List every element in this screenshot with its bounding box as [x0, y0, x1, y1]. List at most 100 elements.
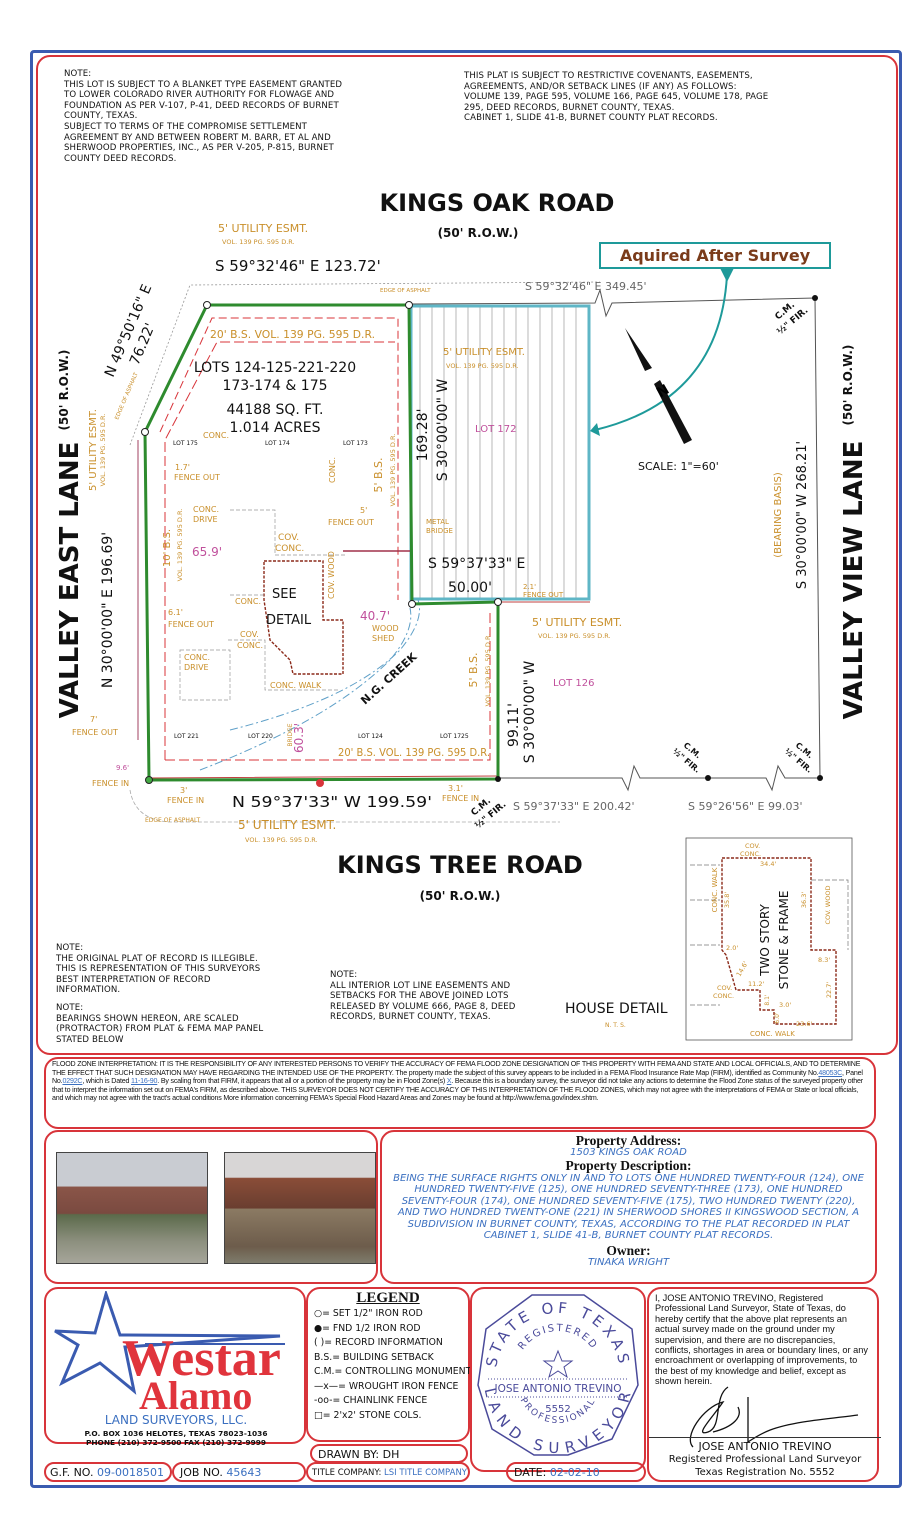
- fence31-label: 3.1': [448, 784, 463, 793]
- certification-text: I, JOSE ANTONIO TREVINO, Registered Prof…: [655, 1293, 868, 1387]
- util-126-vol-label: VOL. 139 PG. 595 D.R.: [538, 632, 611, 640]
- fence3-b-label: FENCE IN: [167, 796, 204, 805]
- util-bottom-vol-label: VOL. 139 PG. 595 D.R.: [245, 836, 318, 844]
- creek-line: [199, 607, 412, 771]
- asphalt-left-label: EDGE OF ASPHALT: [114, 371, 140, 420]
- detail-label: DETAIL: [266, 613, 312, 628]
- svg-text:REGISTERED: REGISTERED: [516, 1323, 599, 1352]
- d60-label: 6.0': [774, 1012, 781, 1024]
- fence61-label: 6.1': [168, 608, 183, 617]
- brg-bottom-ref1-label: S 59°37'33" E 200.42': [513, 800, 635, 813]
- seal-number: 5552: [545, 1404, 570, 1415]
- bs5-mid-vol-label: VOL. 139 PG. 595 D.R.: [389, 434, 397, 507]
- setback-line: [164, 341, 395, 760]
- legend-title: LEGEND: [356, 1290, 420, 1306]
- star-logo-icon: [54, 1291, 285, 1395]
- fence5-b-label: FENCE OUT: [328, 518, 374, 527]
- cov-conc-top-label: COV.: [745, 842, 760, 850]
- bearing-basis-label: (BEARING BASIS): [773, 472, 784, 558]
- found-iron-rod-icon: ●: [314, 1322, 323, 1334]
- owner-name: TINAKA WRIGHT: [587, 1256, 670, 1268]
- d20-label: 2.0': [726, 944, 738, 952]
- cov-wood-label: COV. WOOD: [327, 551, 336, 599]
- valley-view-lane-label: VALLEY VIEW LANE: [839, 441, 869, 720]
- brg-169-label: S 30°00'00" W: [435, 379, 451, 482]
- asphalt-top-label: EDGE OF ASPHALT: [380, 288, 431, 294]
- d659-label: 65.9': [192, 545, 222, 559]
- conc-175-label: CONC.: [203, 431, 229, 440]
- acquired-after-survey-box: [599, 242, 831, 269]
- legend-item: C.M.= CONTROLLING MONUMENT: [314, 1366, 472, 1377]
- cov-conc-2-label: COV.: [240, 630, 259, 639]
- d81-label: 8.1': [764, 994, 771, 1006]
- asphalt-bottom-label: EDGE OF ASPHALT: [145, 817, 201, 824]
- edge-of-asphalt-top: [129, 281, 601, 446]
- lots-1-label: LOTS 124-125-221-220: [194, 360, 356, 376]
- util-left-label: 5' UTILITY ESMT.: [88, 409, 99, 491]
- plat-border: [36, 55, 898, 1055]
- lot220-label: LOT 220: [248, 733, 273, 740]
- brg-top-ref-label: S 59°32'46" E 349.45': [525, 280, 647, 293]
- conc-drive-2b-label: DRIVE: [184, 663, 209, 672]
- conc-walk-l-label: CONC. WALK: [711, 867, 719, 912]
- property-description: BEING THE SURFACE RIGHTS ONLY IN AND TO …: [393, 1172, 864, 1242]
- util-172-vol-label: VOL. 139 PG. 595 D.R.: [446, 362, 519, 370]
- fence7-b-label: FENCE OUT: [72, 728, 118, 737]
- fence-17-b-label: FENCE OUT: [174, 473, 220, 482]
- util-top-label: 5' UTILITY ESMT.: [218, 222, 308, 235]
- d407-label: 40.7': [360, 609, 390, 623]
- d236-label: 23.6': [796, 1020, 812, 1028]
- chainlink-fence-icon: -oo-: [314, 1395, 333, 1406]
- note-restrictive-covenants: THIS PLAT IS SUBJECT TO RESTRICTIVE COVE…: [464, 71, 769, 124]
- property-description-label: Property Description:: [565, 1157, 692, 1173]
- note-bearings: NOTE:BEARINGS SHOWN HEREON, ARE SCALED(P…: [56, 1003, 264, 1045]
- wood-label: WOOD: [372, 624, 399, 633]
- brg-50-label: S 59°37'33" E: [428, 556, 525, 572]
- job-number: JOB NO. 45643: [172, 1462, 306, 1482]
- brg-bottom-ref2-label: S 59°26'56" E 99.03': [688, 800, 803, 813]
- legend-item: ●= FND 1/2 IRON ROD: [314, 1322, 421, 1334]
- kings-oak-row-label: (50' R.O.W.): [438, 226, 519, 240]
- conc-drive-2-label: CONC.: [184, 653, 210, 662]
- dist-99-label: 99.11': [506, 703, 522, 747]
- sheet-border: [30, 50, 902, 1488]
- brg-bottom-label: N 59°37'33" W 199.59': [232, 793, 432, 811]
- legend-panel: LEGEND ○= SET 1/2" IRON ROD ●= FND 1/2 I…: [306, 1287, 472, 1463]
- util-126-label: 5' UTILITY ESMT.: [532, 616, 622, 629]
- fence3-label: 3': [180, 786, 187, 795]
- d227-label: 22.7': [825, 982, 833, 998]
- bs-top-label: 20' B.S. VOL. 139 PG. 595 D.R.: [210, 328, 375, 341]
- legend-item: —x—= WROUGHT IRON FENCE: [314, 1380, 459, 1392]
- kings-oak-road-label: KINGS OAK ROAD: [380, 189, 615, 217]
- util-left-vol-label: VOL. 139 PG. 595 D.R.: [99, 414, 107, 487]
- kings-tree-row-label: (50' R.O.W.): [420, 889, 501, 903]
- kings-tree-road-label: KINGS TREE ROAD: [337, 851, 583, 879]
- house-footprint: [263, 560, 344, 675]
- company-phone: PHONE (210) 372-9500 FAX (210) 372-9999: [85, 1438, 267, 1447]
- d358-label: 35.8': [723, 892, 731, 908]
- brg-west-label: N 30°00'00" E 196.69': [100, 532, 116, 688]
- nts-label: N. T. S.: [605, 1022, 626, 1029]
- fence5-label: 5': [360, 506, 367, 515]
- fence96-b-label: FENCE IN: [92, 779, 129, 788]
- legend-item: ○= SET 1/2" IRON ROD: [314, 1308, 423, 1319]
- edge-of-asphalt-bottom: [129, 789, 560, 823]
- shed-label: SHED: [372, 634, 394, 643]
- surveyor-title: Registered Professional Land Surveyor: [668, 1454, 862, 1465]
- conc-walk-b-label: CONC. WALK: [750, 1030, 795, 1038]
- conc-walk-label: CONC. WALK: [270, 681, 322, 690]
- lot1725-label: LOT 1725: [440, 733, 469, 740]
- gf-number: G.F. NO. 09-0018501: [44, 1462, 172, 1482]
- d146-label: 14.6': [735, 960, 750, 978]
- conc-2-label: CONC.: [235, 597, 261, 606]
- owner-label: Owner:: [606, 1242, 651, 1258]
- surveyor-registration: Texas Registration No. 5552: [695, 1467, 835, 1478]
- star-icon: [542, 1349, 574, 1379]
- story-2-label: STONE & FRAME: [777, 891, 791, 990]
- surveyor-name: JOSE ANTONIO TREVINO: [698, 1440, 832, 1453]
- surveyor-seal: STATE OF TEXAS REGISTERED JOSE ANTONIO T…: [477, 1294, 639, 1457]
- legend-item: ( )= RECORD INFORMATION: [314, 1337, 443, 1348]
- property-boundary: [143, 303, 500, 782]
- fence96-label: 9.6': [116, 764, 129, 772]
- metal-label: METAL: [426, 518, 449, 526]
